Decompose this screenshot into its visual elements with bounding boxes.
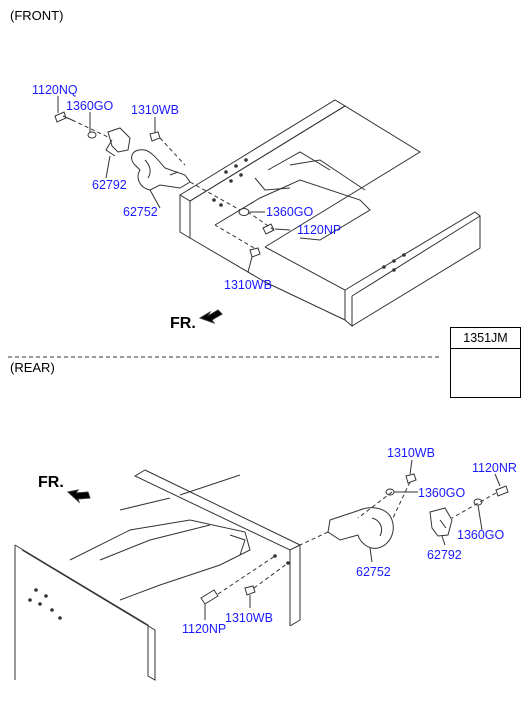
part-label-1360go-front-a[interactable]: 1360GO	[66, 99, 114, 113]
reference-box-title: 1351JM	[451, 328, 520, 349]
part-label-1120nr[interactable]: 1120NR	[472, 461, 517, 475]
rear-leaders	[204, 459, 501, 620]
front-fasteners	[54, 111, 275, 258]
rear-guide-lines	[217, 481, 497, 595]
part-label-62752-front[interactable]: 62752	[123, 205, 158, 219]
rear-tow-hook	[327, 507, 394, 549]
part-label-1310wb-front-a[interactable]: 1310WB	[131, 103, 179, 117]
part-label-1120nq[interactable]: 1120NQ	[32, 83, 78, 97]
part-label-62792-front[interactable]: 62792	[92, 178, 127, 192]
rear-frame-rail	[14, 469, 301, 681]
part-label-62792-rear[interactable]: 62792	[427, 548, 462, 562]
part-label-62752-rear[interactable]: 62752	[356, 565, 391, 579]
part-label-1360go-front-b[interactable]: 1360GO	[266, 205, 314, 219]
front-tow-hook	[131, 149, 191, 191]
part-label-1310wb-rear-a[interactable]: 1310WB	[387, 446, 435, 460]
reference-box[interactable]: 1351JM	[450, 327, 521, 398]
part-label-1120np-front[interactable]: 1120NP	[297, 223, 342, 237]
front-bracket	[105, 127, 131, 157]
part-label-1360go-rear-b[interactable]: 1360GO	[457, 528, 505, 542]
front-fr-arrow	[198, 309, 223, 324]
front-guide-lines	[71, 119, 275, 249]
rear-section-label: (REAR)	[10, 360, 55, 375]
part-label-1310wb-rear-b[interactable]: 1310WB	[225, 611, 273, 625]
front-frame-rail	[179, 99, 481, 328]
front-section-label: (FRONT)	[10, 8, 64, 23]
rear-bracket	[429, 507, 453, 537]
part-label-1310wb-front-b[interactable]: 1310WB	[224, 278, 272, 292]
front-direction-label: FR.	[170, 315, 196, 332]
rear-fasteners	[200, 473, 509, 605]
rear-direction-label: FR.	[38, 474, 64, 491]
part-label-1360go-rear-a[interactable]: 1360GO	[418, 486, 466, 500]
part-label-1120np-rear[interactable]: 1120NP	[182, 622, 227, 636]
front-leaders	[57, 96, 291, 273]
rear-fr-arrow	[66, 489, 91, 504]
